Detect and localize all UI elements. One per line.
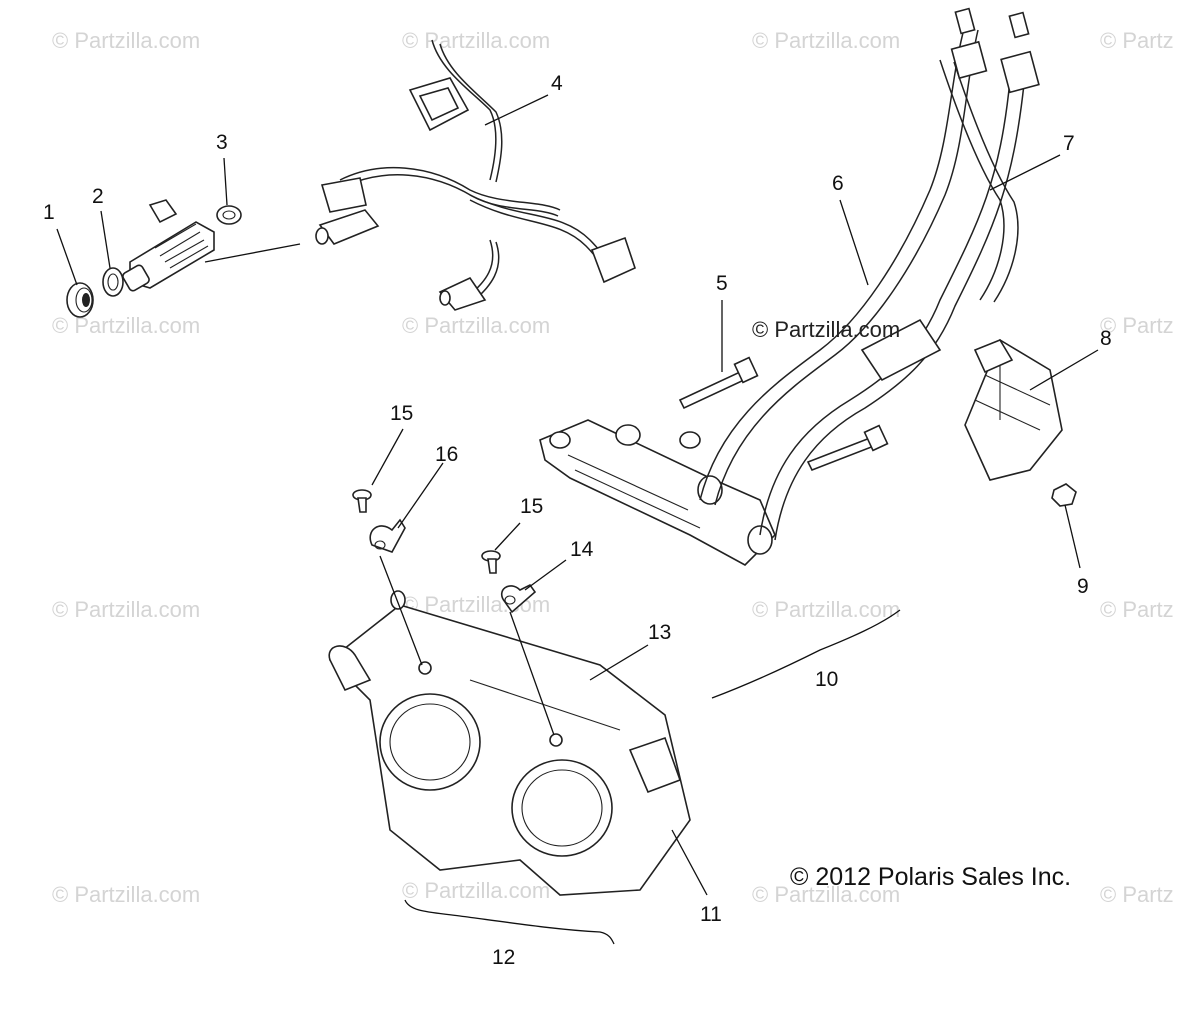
- watermark: © Partz: [1100, 882, 1174, 907]
- leader-lines: [56, 94, 1099, 945]
- watermark-layer: © Partzilla.com © Partzilla.com © Partzi…: [52, 28, 1174, 907]
- part-8-module-drawing: [964, 338, 1063, 481]
- callout-5: 5: [716, 272, 728, 295]
- callout-2: 2: [92, 185, 104, 208]
- watermark: © Partz: [1100, 28, 1174, 53]
- watermark: © Partzilla.com: [402, 28, 550, 53]
- watermark: © Partzilla.com: [752, 882, 900, 907]
- watermark: © Partzilla.com: [52, 313, 200, 338]
- part-5-bolt-drawing: [678, 356, 889, 472]
- callout-15-lower: 15: [520, 495, 543, 518]
- fuel-injector-drawing: [122, 199, 215, 292]
- part-9-bolt-drawing: [1051, 483, 1077, 507]
- part-14-clamp-drawing: [500, 583, 537, 614]
- fuel-rail-drawing: [539, 419, 776, 566]
- part-12-throttle-body-drawing: [328, 590, 691, 896]
- callout-4: 4: [551, 72, 563, 95]
- part-2-washer-drawing: [102, 267, 124, 297]
- callout-7: 7: [1063, 132, 1075, 155]
- part-16-clamp-drawing: [369, 518, 406, 553]
- callout-12: 12: [492, 946, 515, 969]
- watermark: © Partzilla.com: [52, 597, 200, 622]
- watermark: © Partz: [1100, 597, 1174, 622]
- copyright-notice: © 2012 Polaris Sales Inc.: [790, 863, 1071, 891]
- watermark: © Partzilla.com: [52, 882, 200, 907]
- watermark: © Partz: [1100, 313, 1174, 338]
- callout-1: 1: [43, 201, 55, 224]
- callout-8: 8: [1100, 327, 1112, 350]
- part-6-7-fuel-hoses-drawing: [699, 7, 1040, 541]
- part-15-screw-right-drawing: [481, 550, 501, 574]
- part-15-screw-left-drawing: [352, 489, 372, 513]
- watermark: © Partzilla.com: [402, 878, 550, 903]
- center-watermark: © Partzilla.com: [752, 317, 900, 342]
- callout-16: 16: [435, 443, 458, 466]
- callout-labels: 1 2 3 4 5 6 7 8 9 10 11 12 13 14 15 15 1…: [43, 72, 1112, 969]
- callout-9: 9: [1077, 575, 1089, 598]
- watermark: © Partzilla.com: [402, 313, 550, 338]
- watermark: © Partzilla.com: [52, 28, 200, 53]
- callout-10: 10: [815, 668, 838, 691]
- callout-15-upper: 15: [390, 402, 413, 425]
- callout-11: 11: [700, 903, 722, 926]
- callout-13: 13: [648, 621, 671, 644]
- part-3-oring-drawing: [216, 205, 242, 225]
- watermark: © Partzilla.com: [752, 597, 900, 622]
- part-4-wiring-harness-drawing: [315, 39, 636, 311]
- part-1-seal-drawing: [66, 282, 94, 318]
- callout-6: 6: [832, 172, 844, 195]
- callout-3: 3: [216, 131, 228, 154]
- watermark: © Partzilla.com: [752, 28, 900, 53]
- callout-14: 14: [570, 538, 594, 561]
